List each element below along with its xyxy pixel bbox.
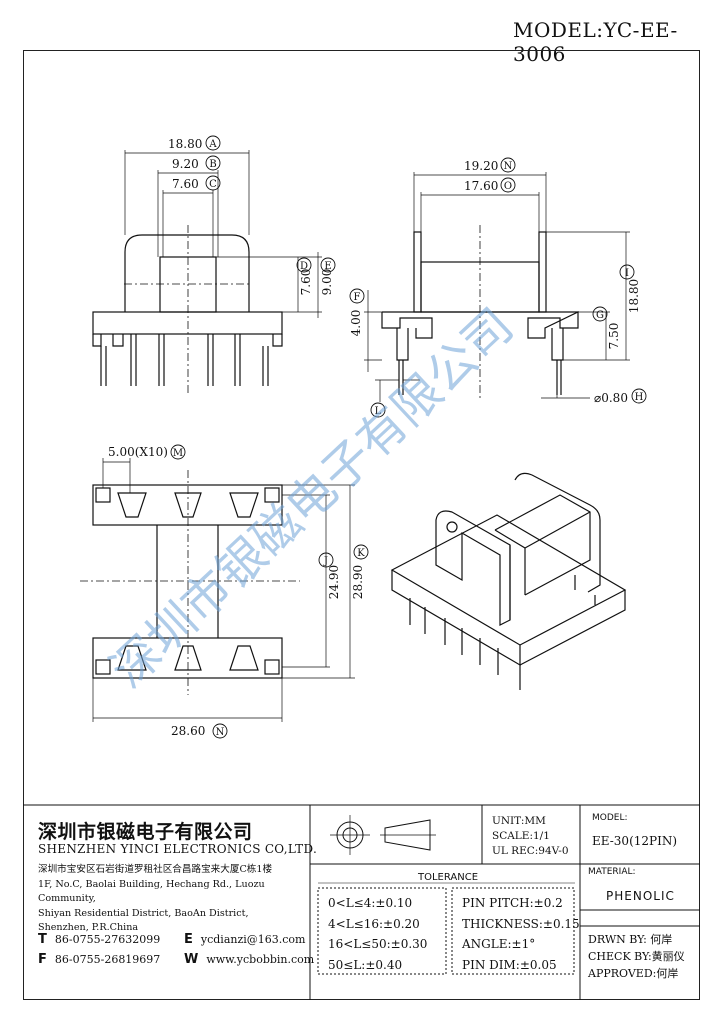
tolerance-table: 0<L≤4:±0.10 4<L≤16:±0.20 16<L≤50:±0.30 5… (328, 893, 427, 975)
dim-i: 18.80 (627, 279, 641, 313)
tolerance-row: 0<L≤4:±0.10 (328, 896, 413, 910)
marker-f: F (354, 292, 361, 303)
bottom-view (80, 458, 355, 722)
pin-tolerance-table: PIN PITCH:±0.2 THICKNESS:±0.15 ANGLE:±1°… (462, 893, 580, 975)
marker-c: C (209, 179, 217, 190)
marker-a: A (208, 139, 217, 150)
tolerance-row: 50≤L:±0.40 (328, 957, 403, 972)
marker-d: D (300, 261, 308, 272)
marker-e: E (324, 261, 331, 272)
dim-g: 7.50 (607, 323, 621, 350)
dim-h: ⌀0.80 (594, 391, 628, 405)
marker-g: G (596, 310, 604, 321)
model-label: MODEL: (592, 813, 628, 823)
approved-by: APPROVED:何岸 (588, 967, 679, 980)
drawing-frame (23, 50, 700, 1000)
address-en-line1: 1F, No.C, Baolai Building, Hechang Rd., … (38, 878, 265, 905)
dim-m: 5.00(X10) (108, 445, 168, 459)
dim-d: 7.60 (299, 269, 313, 296)
unit: UNIT:MM (492, 815, 546, 827)
dim-k: 28.90 (351, 565, 365, 599)
company-name-cn: 深圳市银磁电子有限公司 (38, 821, 253, 843)
dim-b: 9.20 (172, 157, 199, 171)
unit-scale-block: UNIT:MM SCALE:1/1 UL REC:94V-0 (492, 814, 569, 859)
marker-k: K (357, 548, 365, 559)
dim-a: 18.80 (168, 137, 202, 151)
side-view (364, 172, 630, 402)
marker-l: L (375, 406, 382, 417)
dim-j: 24.90 (327, 565, 341, 599)
ul-rec: UL REC:94V-0 (492, 845, 569, 857)
dim-n-top: 19.20 (464, 159, 498, 173)
title-block-grid (23, 804, 700, 1000)
marker-j: J (323, 556, 328, 567)
dim-o: 17.60 (464, 179, 498, 193)
model-value: EE-30(12PIN) (592, 834, 678, 848)
front-view (92, 150, 322, 395)
company-name-en: SHENZHEN YINCI ELECTRONICS CO,LTD. (38, 842, 318, 856)
marker-b: B (209, 159, 216, 170)
dim-e: 9.00 (320, 269, 334, 296)
marker-n-bot: N (216, 727, 225, 738)
address-cn: 深圳市宝安区石岩街道罗租社区合昌路宝来大厦C栋1楼 (38, 864, 273, 875)
material-value: PHENOLIC (606, 889, 675, 903)
check-by: CHECK BY:黄丽仪 (588, 950, 685, 963)
company-address: 深圳市宝安区石岩街道罗租社区合昌路宝来大厦C栋1楼 1F, No.C, Baol… (38, 863, 308, 936)
marker-i: I (625, 268, 629, 279)
tolerance-row: 16<L≤50:±0.30 (328, 937, 428, 951)
pin-tolerance-row: PIN DIM:±0.05 (462, 957, 557, 972)
marker-n-top: N (504, 161, 513, 172)
pin-tolerance-row: ANGLE:±1° (462, 937, 536, 951)
dim-c: 7.60 (172, 177, 199, 191)
marker-o: O (504, 181, 512, 192)
address-en-line2: Shiyan Residential District, BaoAn Distr… (38, 907, 249, 919)
tolerance-heading: TOLERANCE (418, 872, 479, 883)
tolerance-row: 4<L≤16:±0.20 (328, 916, 420, 931)
signature-block: DRWN BY: 何岸 CHECK BY:黄丽仪 APPROVED:何岸 (588, 931, 685, 982)
model-number-title: MODEL:YC-EE-3006 (513, 18, 678, 66)
pin-tolerance-row: PIN PITCH:±0.2 (462, 896, 563, 910)
dim-n-bot: 28.60 (171, 724, 205, 738)
scale: SCALE:1/1 (492, 830, 550, 842)
drawn-by: DRWN BY: 何岸 (588, 933, 673, 946)
material-label: MATERIAL: (588, 867, 636, 877)
marker-h: H (635, 392, 644, 403)
dim-f: 4.00 (349, 310, 363, 337)
marker-m: M (173, 448, 183, 459)
address-en-line3: Shenzhen, P.R.China (38, 922, 139, 933)
isometric-view (390, 472, 627, 690)
pin-tolerance-row: THICKNESS:±0.15 (462, 916, 580, 931)
